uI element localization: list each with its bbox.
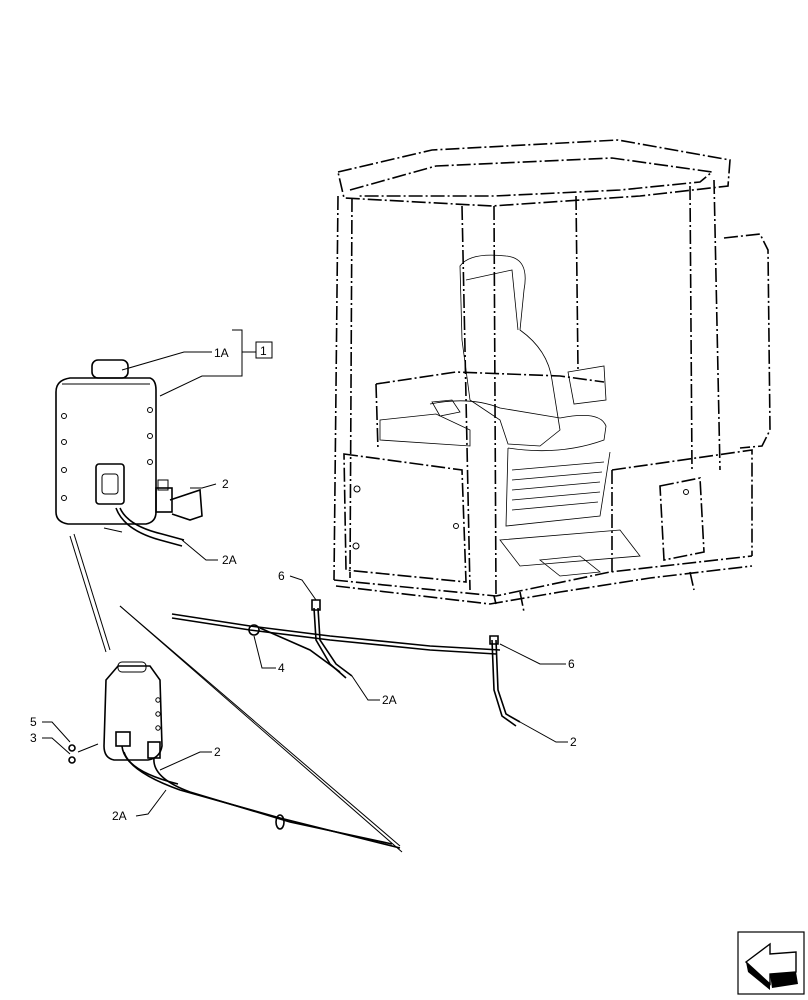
washer-reservoir-upper bbox=[55, 359, 203, 547]
callout-2-mid: 2 bbox=[570, 735, 577, 749]
callout-6-right: 6 bbox=[568, 657, 575, 671]
callout-4: 4 bbox=[278, 661, 285, 675]
hose-routing bbox=[171, 599, 521, 727]
callout-2-upper: 2 bbox=[222, 477, 229, 491]
callout-1a: 1A bbox=[214, 346, 229, 360]
group-callout-box bbox=[255, 341, 273, 359]
callout-2-lower: 2 bbox=[214, 745, 221, 759]
projection-lines bbox=[69, 533, 403, 853]
washer-reservoir-lower bbox=[68, 661, 401, 849]
next-page-arrow-icon[interactable] bbox=[737, 931, 805, 995]
callout-2a-mid: 2A bbox=[382, 693, 397, 707]
operator-seat bbox=[379, 254, 641, 577]
callout-3: 3 bbox=[30, 731, 37, 745]
callout-2a-lower: 2A bbox=[112, 809, 127, 823]
callout-5: 5 bbox=[30, 715, 37, 729]
callout-1: 1 bbox=[260, 344, 267, 358]
leader-lines bbox=[42, 329, 568, 817]
cab-phantom-outline bbox=[333, 139, 771, 613]
callout-2a-upper: 2A bbox=[222, 553, 237, 567]
callout-6-left: 6 bbox=[278, 569, 285, 583]
